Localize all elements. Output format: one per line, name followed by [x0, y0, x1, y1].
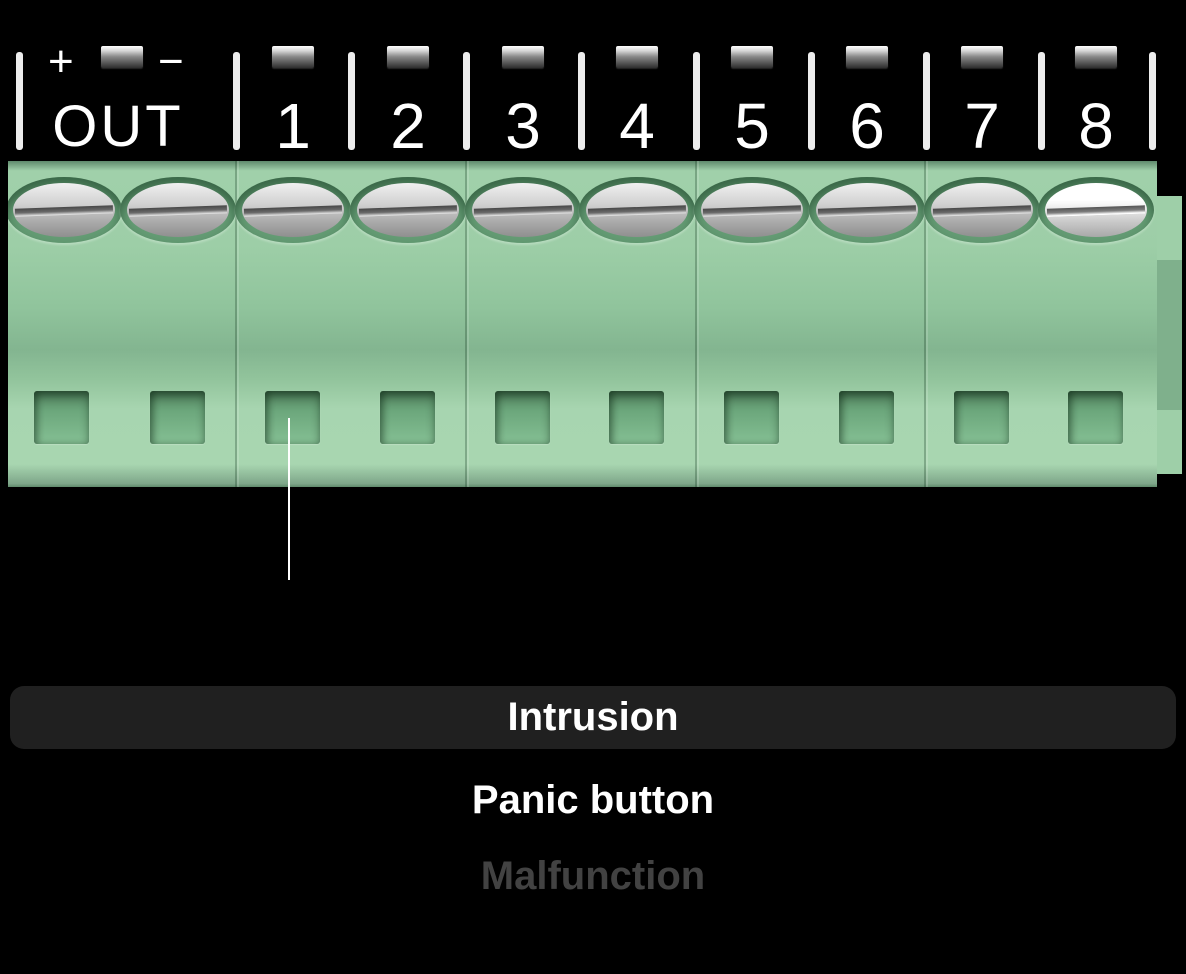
fuse-icon [961, 46, 1003, 68]
screw-head-icon [472, 183, 574, 237]
wire-hole [495, 391, 550, 444]
terminal-label-1: 1 [275, 90, 311, 162]
fuse-icon [616, 46, 658, 68]
fuse-icon [502, 46, 544, 68]
separator-bar [1149, 52, 1156, 150]
screw-terminal [694, 177, 810, 243]
screw-slot [358, 205, 458, 217]
terminal-label-8: 8 [1078, 90, 1114, 162]
screw-head-icon [931, 183, 1033, 237]
block-seam [695, 161, 697, 487]
screw-slot [473, 205, 573, 217]
wire-hole [1068, 391, 1123, 444]
screw-head-icon [1045, 183, 1147, 237]
screw-slot [128, 205, 228, 217]
separator-bar [348, 52, 355, 150]
separator-bar [808, 52, 815, 150]
screw-terminal [1038, 177, 1154, 243]
picker-option-label: Intrusion [507, 695, 679, 739]
screw-head-icon [701, 183, 803, 237]
wire-hole [380, 391, 435, 444]
screw-slot [243, 205, 343, 217]
minus-sign: − [158, 37, 184, 86]
picker-option-malfunction[interactable]: Malfunction [480, 854, 706, 898]
screw-head-icon [242, 183, 344, 237]
screw-terminal [8, 177, 122, 243]
separator-bar [923, 52, 930, 150]
screw-head-icon [816, 183, 918, 237]
screw-slot [817, 205, 917, 217]
wire-hole [609, 391, 664, 444]
block-seam [465, 161, 467, 487]
separator-bar [693, 52, 700, 150]
fuse-icon [846, 46, 888, 68]
separator-bar [1038, 52, 1045, 150]
block-seam [235, 161, 237, 487]
pointer-line [288, 418, 290, 580]
separator-bar [16, 52, 23, 150]
screw-terminal [809, 177, 925, 243]
screw-head-icon [13, 183, 115, 237]
plus-sign: + [48, 37, 74, 86]
fuse-icon [1075, 46, 1117, 68]
fuse-icon [731, 46, 773, 68]
wire-hole [724, 391, 779, 444]
wire-hole [34, 391, 89, 444]
picker-option-panic-button[interactable]: Panic button [471, 778, 715, 822]
screw-terminal [235, 177, 351, 243]
separator-bar [233, 52, 240, 150]
separator-bar [463, 52, 470, 150]
screw-slot [932, 205, 1032, 217]
fuse-icon [101, 46, 143, 68]
terminal-label-7: 7 [964, 90, 1000, 162]
screw-slot [1046, 205, 1146, 217]
screw-head-icon [127, 183, 229, 237]
terminal-block [8, 161, 1157, 487]
block-seam [924, 161, 926, 487]
wire-hole [150, 391, 205, 444]
screw-slot [14, 205, 114, 217]
fuse-icon [272, 46, 314, 68]
terminal-label-4: 4 [619, 90, 655, 162]
separator-bar [578, 52, 585, 150]
fuse-icon [387, 46, 429, 68]
wire-hole [839, 391, 894, 444]
picker-option-intrusion[interactable]: Intrusion [10, 686, 1176, 749]
screw-terminal [465, 177, 581, 243]
terminal-label-3: 3 [505, 90, 541, 162]
screw-terminal [924, 177, 1040, 243]
terminal-label-2: 2 [390, 90, 426, 162]
connector-notch-tab [1157, 410, 1182, 474]
screw-terminal [350, 177, 466, 243]
screw-slot [587, 205, 687, 217]
screw-terminal [120, 177, 236, 243]
terminal-label-6: 6 [849, 90, 885, 162]
out-terminal-label: OUT [52, 94, 184, 159]
connector-notch-tab [1157, 196, 1182, 260]
screw-head-icon [357, 183, 459, 237]
wire-hole [265, 391, 320, 444]
screw-head-icon [586, 183, 688, 237]
terminal-label-5: 5 [734, 90, 770, 162]
wire-hole [954, 391, 1009, 444]
screw-slot [702, 205, 802, 217]
screw-terminal [579, 177, 695, 243]
